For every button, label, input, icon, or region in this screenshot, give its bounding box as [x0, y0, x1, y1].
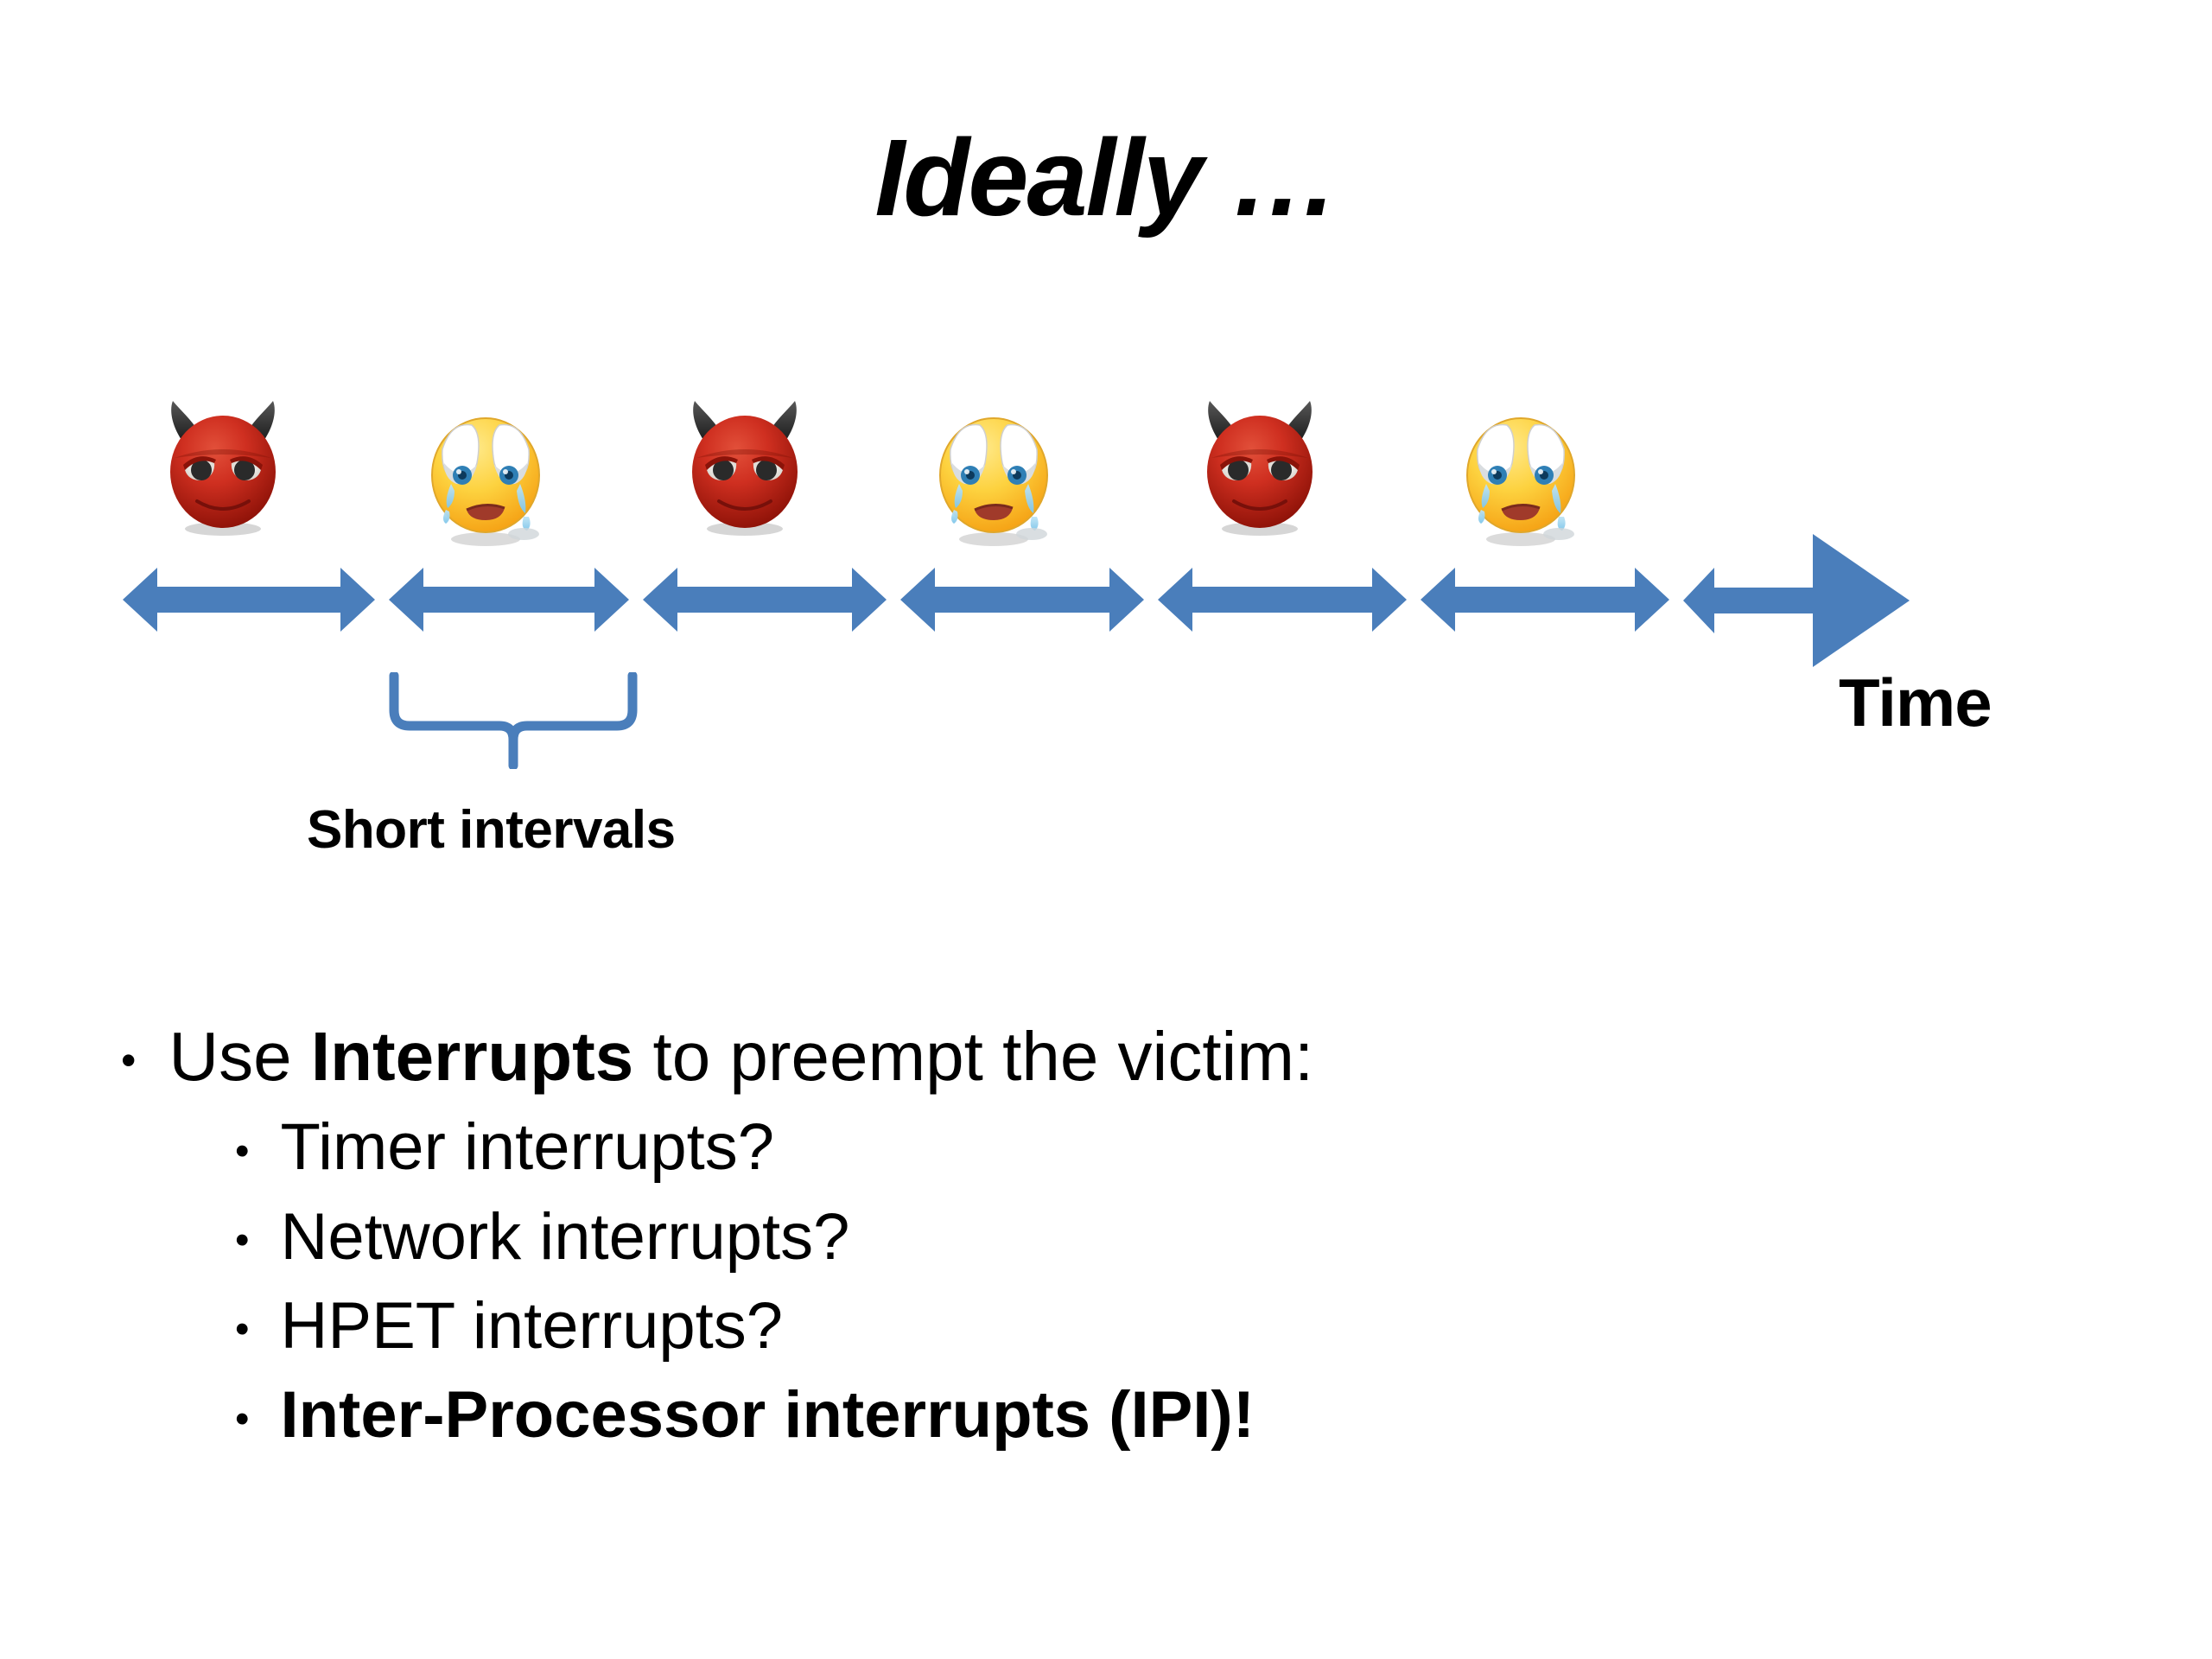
interval-arrow-icon: [1158, 566, 1407, 633]
short-interval-brace-icon: [387, 672, 639, 769]
page-title: Ideally …: [874, 117, 1338, 238]
bullet-marker-icon: •: [235, 1306, 250, 1352]
crying-face-icon: [925, 399, 1063, 550]
bullet-text: Network interrupts?: [280, 1199, 850, 1274]
interval-arrow-icon: [123, 566, 375, 633]
timeline-diagram: Time Short intervals: [123, 391, 1993, 860]
bullet-marker-icon: •: [235, 1217, 250, 1263]
time-axis-label: Time: [1839, 664, 1993, 741]
bullet-text-run: to preempt the victim:: [633, 1018, 1314, 1095]
bullet-text: Timer interrupts?: [280, 1110, 775, 1185]
bullet-item: • Use Interrupts to preempt the victim:: [0, 1011, 2212, 1103]
interval-arrow-icon: [1421, 566, 1669, 633]
bullet-marker-icon: •: [235, 1395, 250, 1441]
time-axis-arrow-icon: [1683, 518, 1910, 683]
devil-face-icon: [1191, 391, 1329, 542]
interval-arrow-icon: [900, 566, 1144, 633]
bullet-text-run: Use: [168, 1018, 311, 1095]
bullet-item: • Network interrupts?: [0, 1192, 2212, 1281]
bullet-list: • Use Interrupts to preempt the victim: • T…: [0, 1011, 2212, 1460]
crying-face-icon: [1452, 399, 1590, 550]
bullet-text: HPET interrupts?: [280, 1289, 784, 1363]
bullet-marker-icon: •: [121, 1036, 137, 1085]
bullet-item: • Timer interrupts?: [0, 1103, 2212, 1192]
bullet-item: • Inter-Processor interrupts (IPI)!: [0, 1370, 2212, 1459]
bullet-marker-icon: •: [235, 1127, 250, 1173]
bullet-item: • HPET interrupts?: [0, 1281, 2212, 1370]
devil-face-icon: [676, 391, 814, 542]
bullet-text: Inter-Processor interrupts (IPI)!: [280, 1378, 1255, 1452]
devil-face-icon: [154, 391, 292, 542]
bullet-text: Use Interrupts to preempt the victim:: [168, 1011, 1313, 1103]
short-intervals-label: Short intervals: [307, 800, 676, 860]
interval-arrow-icon: [643, 566, 887, 633]
interval-arrow-icon: [389, 566, 629, 633]
crying-face-icon: [416, 399, 555, 550]
bullet-text-emphasis: Interrupts: [310, 1018, 634, 1095]
